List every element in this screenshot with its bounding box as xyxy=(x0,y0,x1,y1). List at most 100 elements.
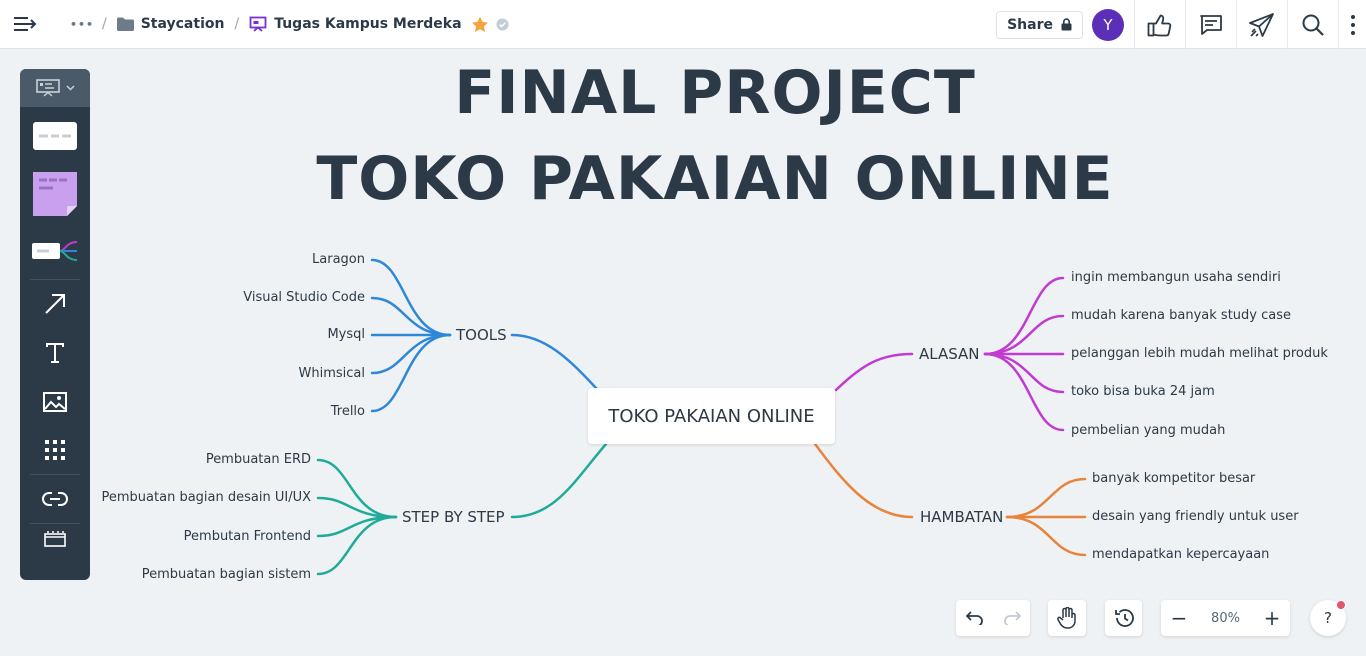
thumbs-up-icon xyxy=(1147,14,1172,36)
branch-alasan[interactable]: ALASAN xyxy=(919,345,980,363)
history-icon xyxy=(1114,609,1134,627)
leaf-tools[interactable]: Trello xyxy=(330,404,365,419)
branch-hambatan[interactable]: HAMBATAN xyxy=(920,508,1004,526)
search-button[interactable] xyxy=(1287,0,1338,49)
sticky-note-tool[interactable] xyxy=(20,165,90,223)
connector-hambatan-leaf xyxy=(1005,515,1087,557)
star-icon[interactable] xyxy=(471,16,489,33)
leaf-alasan[interactable]: toko bisa buka 24 jam xyxy=(1071,384,1215,399)
connector-alasan-leaf xyxy=(983,352,1065,432)
text-tool[interactable] xyxy=(20,328,90,378)
share-button[interactable]: Share xyxy=(996,10,1083,39)
mindmap-center-node[interactable]: TOKO PAKAIAN ONLINE xyxy=(588,388,835,444)
zoom-level[interactable]: 80% xyxy=(1211,610,1240,626)
image-tool[interactable] xyxy=(20,378,90,426)
connector-tools xyxy=(510,333,598,390)
board-title-line-2[interactable]: TOKO PAKAIAN ONLINE xyxy=(316,144,1114,214)
breadcrumb: ••• / Staycation / Tugas Kampus Merdeka xyxy=(50,16,509,33)
more-icon[interactable]: ••• xyxy=(70,17,95,31)
breadcrumb-folder-label: Staycation xyxy=(140,16,225,32)
leaf-hambatan[interactable]: desain yang friendly untuk user xyxy=(1092,509,1299,524)
breadcrumb-folder[interactable]: Staycation xyxy=(116,16,225,32)
leaf-steps[interactable]: Pembutan Frontend xyxy=(183,529,311,544)
board-title-line-1[interactable]: FINAL PROJECT xyxy=(454,58,976,128)
sticky-note-icon xyxy=(33,172,77,216)
presentation-icon xyxy=(249,16,267,32)
branch-step-by-step[interactable]: STEP BY STEP xyxy=(402,508,505,526)
sidebar-toggle-icon[interactable] xyxy=(0,0,50,49)
leaf-tools[interactable]: Laragon xyxy=(312,252,365,267)
leaf-tools[interactable]: Visual Studio Code xyxy=(243,290,365,305)
share-label: Share xyxy=(1007,16,1053,33)
folder-icon xyxy=(116,17,134,31)
arrow-tool[interactable] xyxy=(20,280,90,328)
undo-icon xyxy=(965,611,983,625)
undo-redo-group xyxy=(956,600,1030,636)
hand-tool-cell xyxy=(1048,600,1086,636)
connector-tools-leaf xyxy=(370,333,452,413)
zoom-controls: − 80% + xyxy=(1161,600,1290,636)
components-tool[interactable] xyxy=(20,426,90,474)
leaf-steps[interactable]: Pembuatan bagian desain UI/UX xyxy=(101,490,311,505)
frame-tool[interactable] xyxy=(20,524,90,554)
text-block-icon xyxy=(33,122,77,150)
arrow-icon xyxy=(45,294,65,314)
like-button[interactable] xyxy=(1134,0,1185,49)
board-type-selector[interactable] xyxy=(20,69,90,107)
connector-alasan-leaf xyxy=(983,314,1065,356)
leaf-tools[interactable]: Mysql xyxy=(327,327,365,342)
vertical-dots-icon xyxy=(1350,14,1355,35)
zoom-in-button[interactable]: + xyxy=(1263,606,1281,630)
leaf-hambatan[interactable]: banyak kompetitor besar xyxy=(1092,471,1256,486)
zoom-out-button[interactable]: − xyxy=(1170,606,1188,630)
leaf-steps[interactable]: Pembuatan bagian sistem xyxy=(141,567,311,582)
comment-icon xyxy=(1200,14,1222,35)
breadcrumb-separator: / xyxy=(102,16,107,32)
comments-button[interactable] xyxy=(1185,0,1236,49)
connector-alasan xyxy=(834,352,914,392)
leaf-alasan[interactable]: ingin membangun usaha sendiri xyxy=(1071,270,1281,285)
image-icon xyxy=(43,392,67,412)
link-icon xyxy=(42,492,68,506)
leaf-alasan[interactable]: mudah karena banyak study case xyxy=(1071,308,1292,323)
text-icon xyxy=(46,343,64,363)
connector-steps-leaf xyxy=(316,458,398,519)
redo-button[interactable] xyxy=(993,600,1030,636)
toolbar-divider xyxy=(30,279,80,280)
breadcrumb-board-label: Tugas Kampus Merdeka xyxy=(274,16,462,32)
connector-steps-leaf xyxy=(316,515,398,538)
toolbar-divider xyxy=(30,474,80,475)
leaf-hambatan[interactable]: mendapatkan kepercayaan xyxy=(1092,547,1270,562)
mindmap-icon xyxy=(32,241,78,261)
grid-icon xyxy=(45,440,65,460)
header-tools: Share Y xyxy=(996,0,1366,49)
mindmap-tool[interactable] xyxy=(20,223,90,279)
leaf-tools[interactable]: Whimsical xyxy=(298,366,365,381)
more-menu-button[interactable] xyxy=(1338,0,1366,49)
leaf-steps[interactable]: Pembuatan ERD xyxy=(205,452,311,467)
avatar[interactable]: Y xyxy=(1092,8,1124,41)
link-tool[interactable] xyxy=(20,475,90,523)
connector-alasan-leaf xyxy=(983,276,1065,356)
text-block-tool[interactable] xyxy=(20,107,90,165)
undo-button[interactable] xyxy=(956,600,993,636)
verified-icon xyxy=(495,17,509,31)
leaf-alasan[interactable]: pelanggan lebih mudah melihat produk xyxy=(1071,346,1328,361)
present-button[interactable] xyxy=(1236,0,1287,49)
search-icon xyxy=(1302,14,1324,36)
board-icon xyxy=(35,79,60,97)
branch-tools[interactable]: TOOLS xyxy=(456,326,507,344)
lock-icon xyxy=(1061,18,1072,31)
connector-steps xyxy=(510,442,608,519)
frame-icon xyxy=(44,531,66,547)
send-icon xyxy=(1249,12,1274,37)
hand-tool-button[interactable] xyxy=(1048,600,1086,636)
connector-tools-leaf xyxy=(370,258,452,337)
connector-hambatan xyxy=(813,442,914,519)
history-cell xyxy=(1105,600,1142,636)
leaf-alasan[interactable]: pembelian yang mudah xyxy=(1071,423,1226,438)
toolbar-divider xyxy=(30,523,80,524)
history-button[interactable] xyxy=(1105,600,1142,636)
breadcrumb-board[interactable]: Tugas Kampus Merdeka xyxy=(249,16,509,33)
